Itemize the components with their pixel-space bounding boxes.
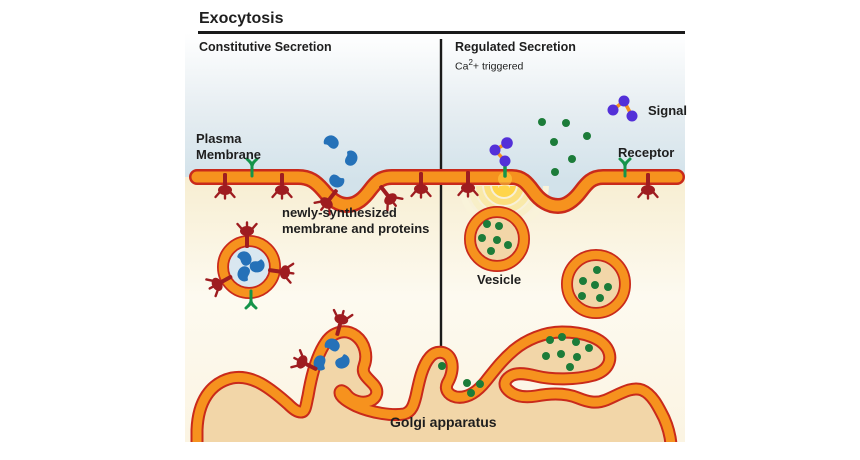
bottom-trim [0, 442, 860, 460]
free-cargo-dots-bottom [438, 362, 484, 397]
signal-molecule-icon [607, 95, 638, 122]
secretory-vesicle-1 [464, 206, 530, 272]
transport-vesicle [203, 221, 296, 310]
ca-suffix: + triggered [472, 60, 524, 73]
section-constitutive-heading: Constitutive Secretion [199, 40, 332, 54]
ca-prefix: Ca [455, 60, 469, 73]
bound-signal-receptor [489, 137, 513, 178]
golgi-apparatus-shape [190, 307, 679, 459]
vesicle-label: Vesicle [477, 272, 522, 287]
plasma-membrane [189, 169, 685, 214]
fusion-hotspot [498, 172, 512, 186]
calcium-trigger-note: Ca2+ triggered [455, 58, 523, 73]
page-title: Exocytosis [199, 10, 284, 27]
section-regulated-heading: Regulated Secretion [455, 40, 576, 54]
ca-superscript: 2 [468, 58, 473, 67]
signal-label: Signal [648, 103, 688, 118]
receptor-label: Receptor [618, 145, 675, 160]
title-underline [198, 31, 685, 34]
released-cargo-dots [538, 118, 591, 176]
golgi-sac-cargo-dots [542, 333, 593, 371]
newly-synthesized-label: newly-synthesized membrane and proteins [282, 205, 430, 236]
plasma-membrane-label: Plasma Membrane [196, 131, 262, 162]
golgi-apparatus-label: Golgi apparatus [390, 414, 497, 430]
secretory-vesicle-2 [561, 249, 631, 319]
